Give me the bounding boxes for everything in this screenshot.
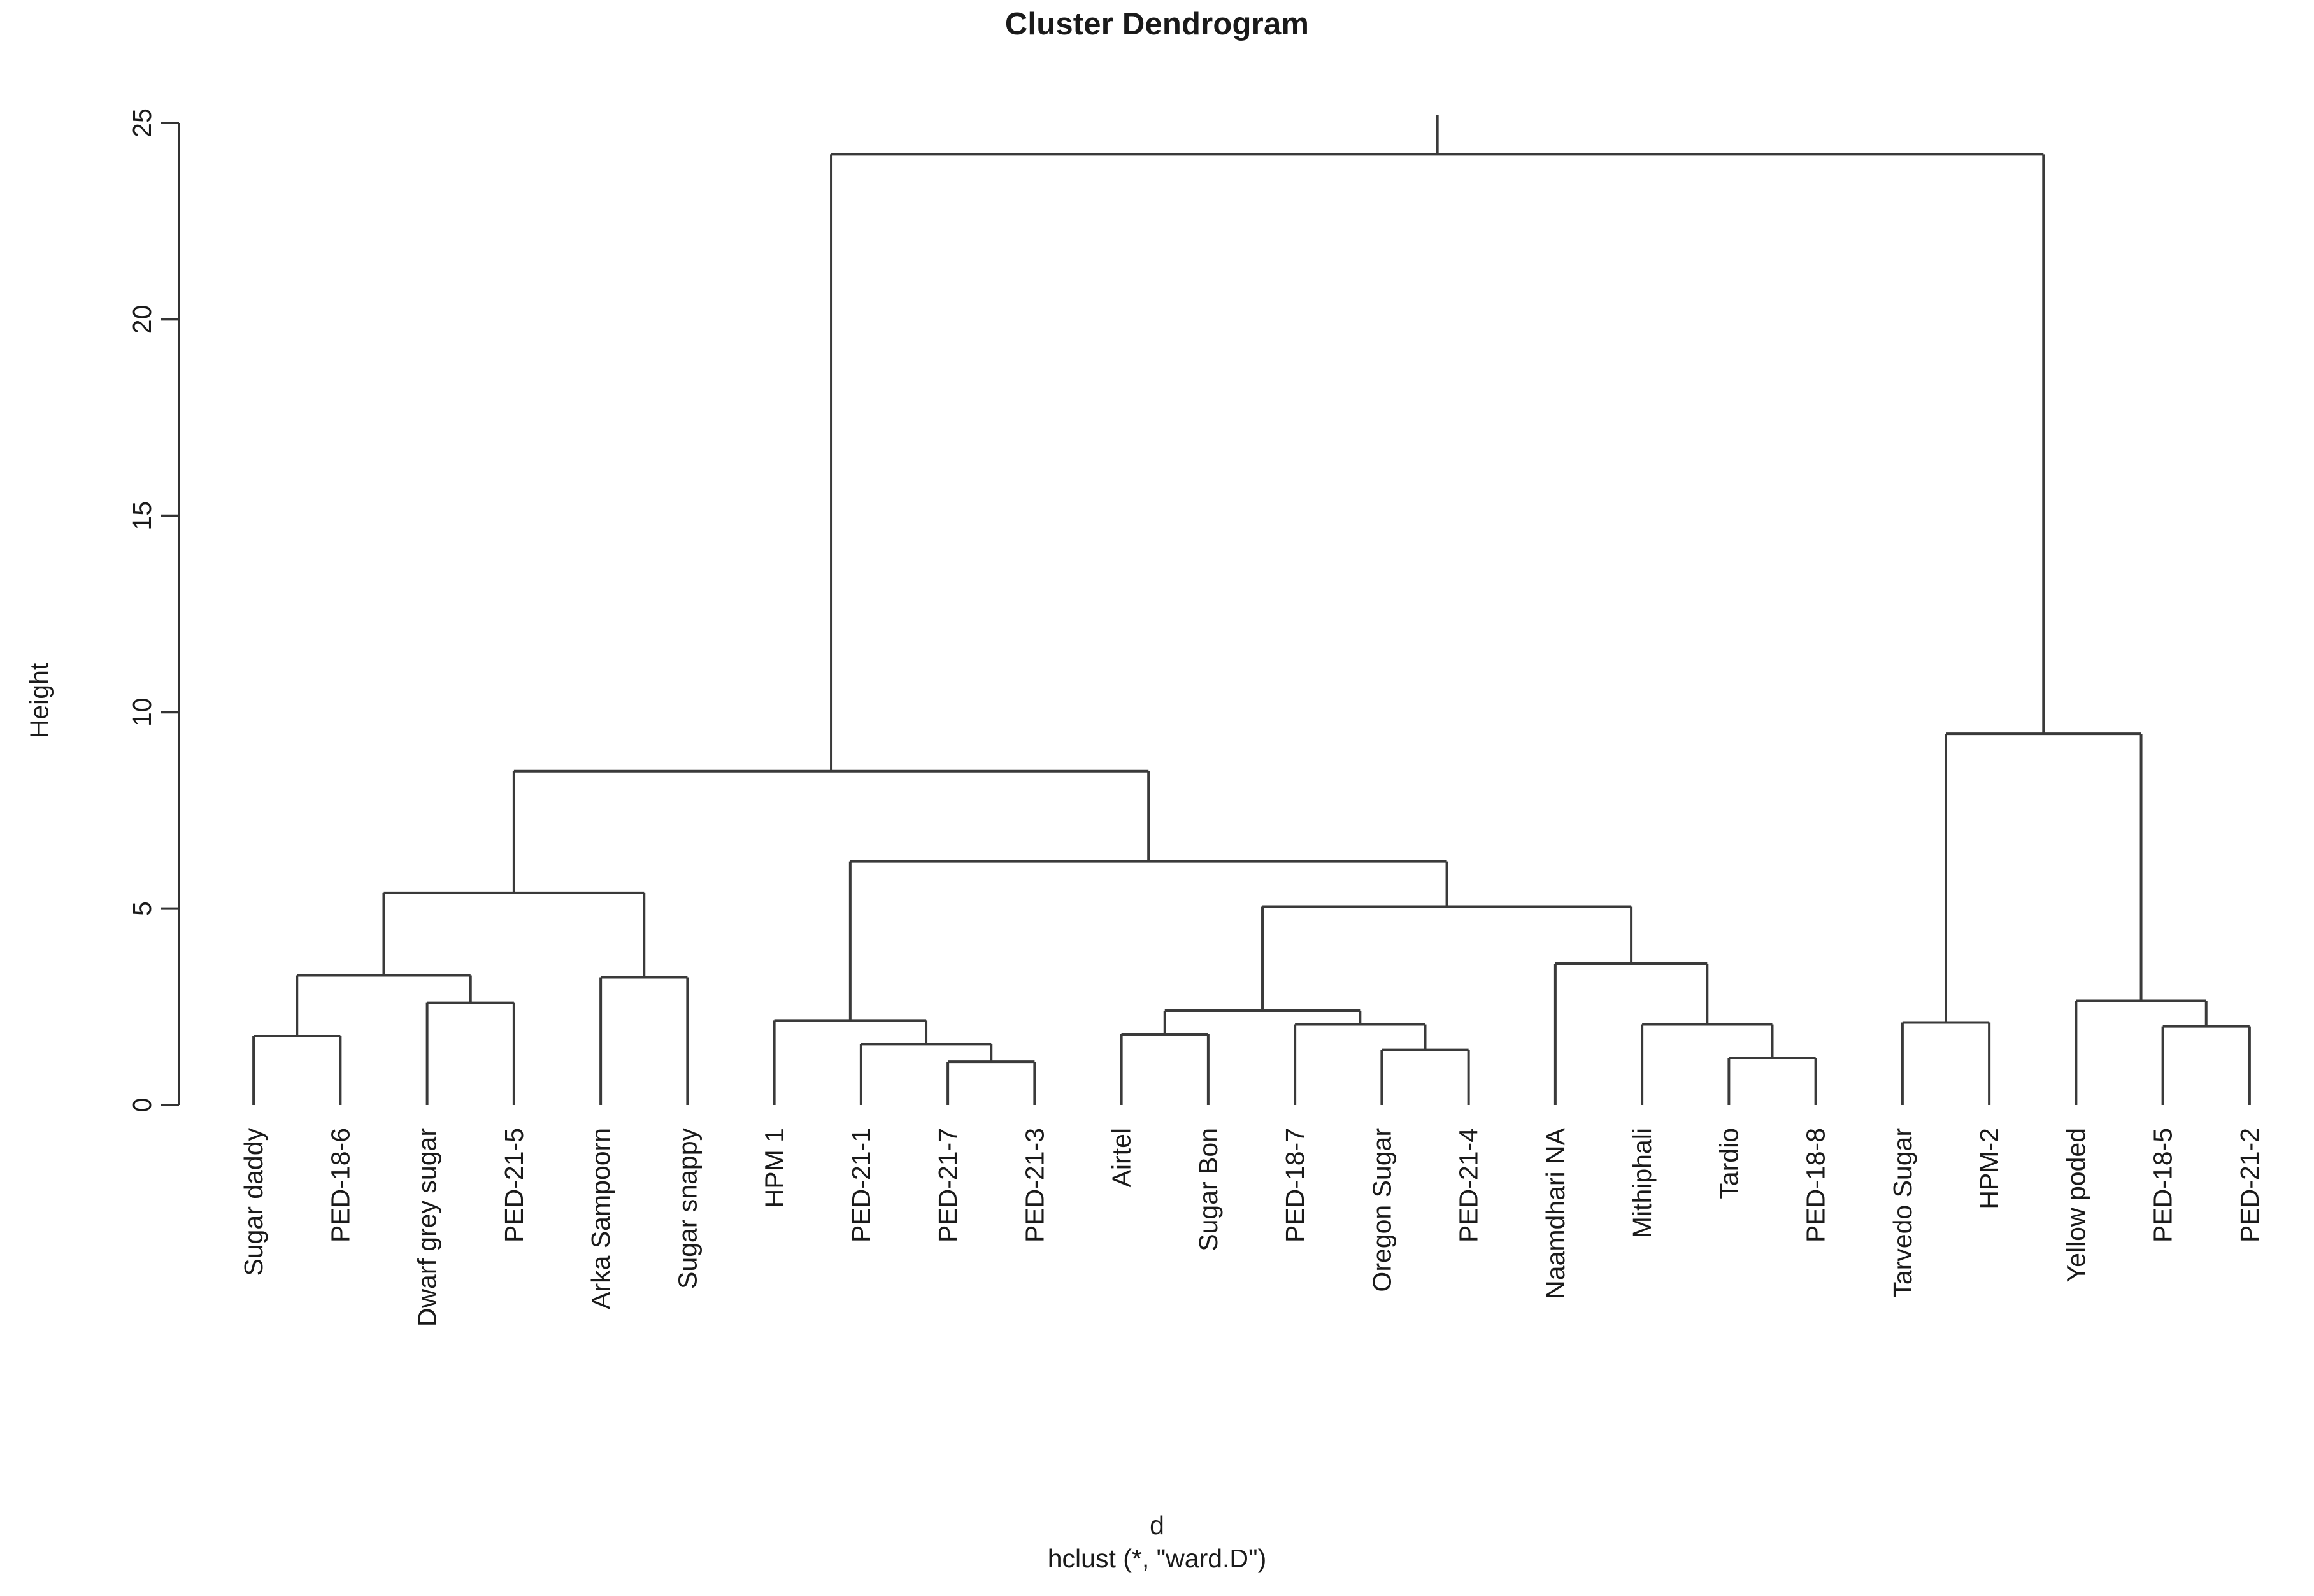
leaf-label: PED-21-3 (1020, 1128, 1049, 1243)
leaf-label: HPM 1 (760, 1128, 789, 1208)
leaf-label: PED-18-6 (325, 1128, 355, 1243)
leaf-label: Airtel (1107, 1128, 1136, 1187)
leaf-label: PED-18-8 (1801, 1128, 1831, 1243)
leaf-label: PED-21-2 (2235, 1128, 2264, 1243)
leaf-label: PED-21-5 (499, 1128, 529, 1243)
leaf-label: Sugar Bon (1194, 1128, 1223, 1251)
leaf-label: Oregon Sugar (1367, 1128, 1396, 1292)
page-title: Cluster Dendrogram (1004, 7, 1310, 41)
y-axis-tick-label: 25 (127, 108, 157, 138)
leaf-label: PED-18-5 (2148, 1128, 2178, 1243)
leaf-label: PED-21-4 (1454, 1128, 1483, 1243)
leaf-label: PED-18-7 (1280, 1128, 1310, 1243)
leaf-label: PED-21-1 (846, 1128, 876, 1243)
leaf-label: Sugar snappy (673, 1128, 702, 1290)
leaf-label: Yellow poded (2061, 1128, 2090, 1282)
leaf-label: PED-21-7 (933, 1128, 962, 1243)
leaf-label: Tardio (1714, 1128, 1743, 1199)
leaf-label: HPM-2 (1975, 1128, 2004, 1209)
leaf-label: Tarvedo Sugar (1888, 1128, 1917, 1298)
caption-line-1: d (1150, 1511, 1164, 1540)
leaf-label: Naamdhari NA (1541, 1127, 1570, 1299)
y-axis-tick-label: 0 (127, 1098, 157, 1113)
leaf-label: Mithiphali (1627, 1128, 1657, 1238)
leaf-label: Dwarf grey sugar (413, 1128, 442, 1327)
caption-line-2: hclust (*, "ward.D") (1047, 1544, 1267, 1573)
y-axis-tick-label: 10 (127, 697, 157, 727)
y-axis-tick-label: 20 (127, 305, 157, 334)
leaf-label: Arka Sampoorn (586, 1128, 615, 1309)
leaf-label: Sugar daddy (239, 1128, 268, 1276)
y-axis-tick-label: 5 (127, 901, 157, 916)
y-axis-tick-label: 15 (127, 501, 157, 531)
